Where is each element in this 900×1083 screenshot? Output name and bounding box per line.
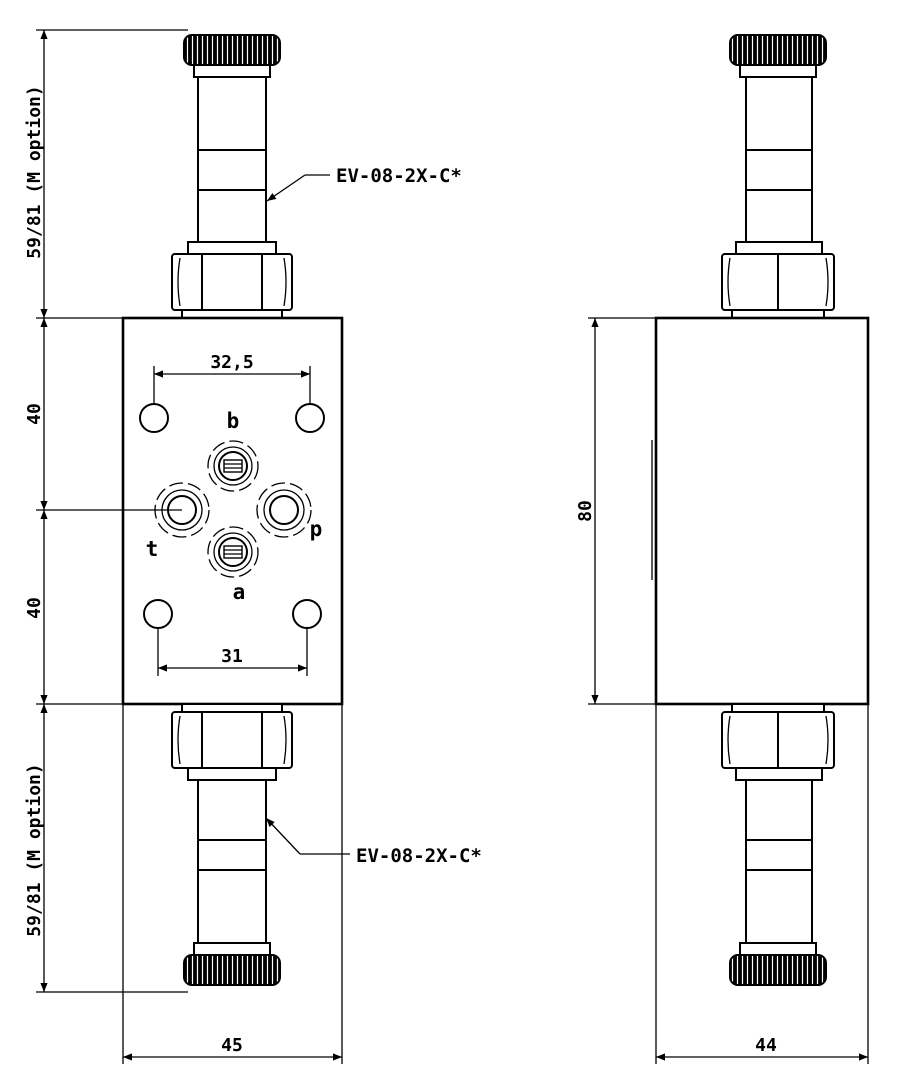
dim-height-side: 80 [575,500,596,522]
callout-bottom: EV-08-2X-C* [356,845,482,867]
port-t-label: t [146,537,159,561]
dim-hole-spacing-bottom: 31 [221,646,243,667]
mounting-hole [143,599,173,629]
port-b-hole [207,440,259,492]
callout-top: EV-08-2X-C* [336,165,462,187]
top-coil-tube [197,76,267,243]
bottom-coil-ring [187,767,277,781]
dim-width-side: 44 [755,1035,777,1056]
bottom-coil-tube [197,779,267,944]
side-view: 80 44 [575,34,870,1064]
mounting-hole [295,403,325,433]
port-p-label: p [310,517,323,541]
top-coil-ring [187,241,277,255]
top-solenoid [171,34,293,319]
bottom-hex-nut [171,711,293,769]
bottom-knob [183,954,281,986]
side-bottom-knob [729,954,827,986]
side-top-solenoid [721,34,835,319]
side-top-coil-tube [745,76,813,243]
port-a-hole [207,526,259,578]
port-b-label: b [227,409,240,433]
bottom-solenoid [171,703,293,986]
dim-lower-half: 40 [24,597,45,619]
top-hex-nut [171,253,293,311]
bottom-thread [181,703,283,713]
side-top-knob [729,34,827,66]
top-knob-collar [193,64,271,78]
bottom-knob-collar [193,942,271,956]
front-view: b a t p 32,5 31 EV [24,29,482,1064]
dim-upper-half: 40 [24,403,45,425]
top-knob [183,34,281,66]
port-a-label: a [233,580,246,604]
mounting-hole [139,403,169,433]
side-bottom-coil-tube [745,779,813,944]
dim-solenoid-bottom: 59/81 (M option) [24,763,45,936]
port-p-hole [256,482,312,538]
mounting-hole [292,599,322,629]
dim-solenoid-top: 59/81 (M option) [24,85,45,258]
side-bottom-solenoid [721,703,835,986]
valve-body-side [654,316,870,706]
dim-hole-spacing-top: 32,5 [210,352,253,373]
dim-width-front: 45 [221,1035,243,1056]
